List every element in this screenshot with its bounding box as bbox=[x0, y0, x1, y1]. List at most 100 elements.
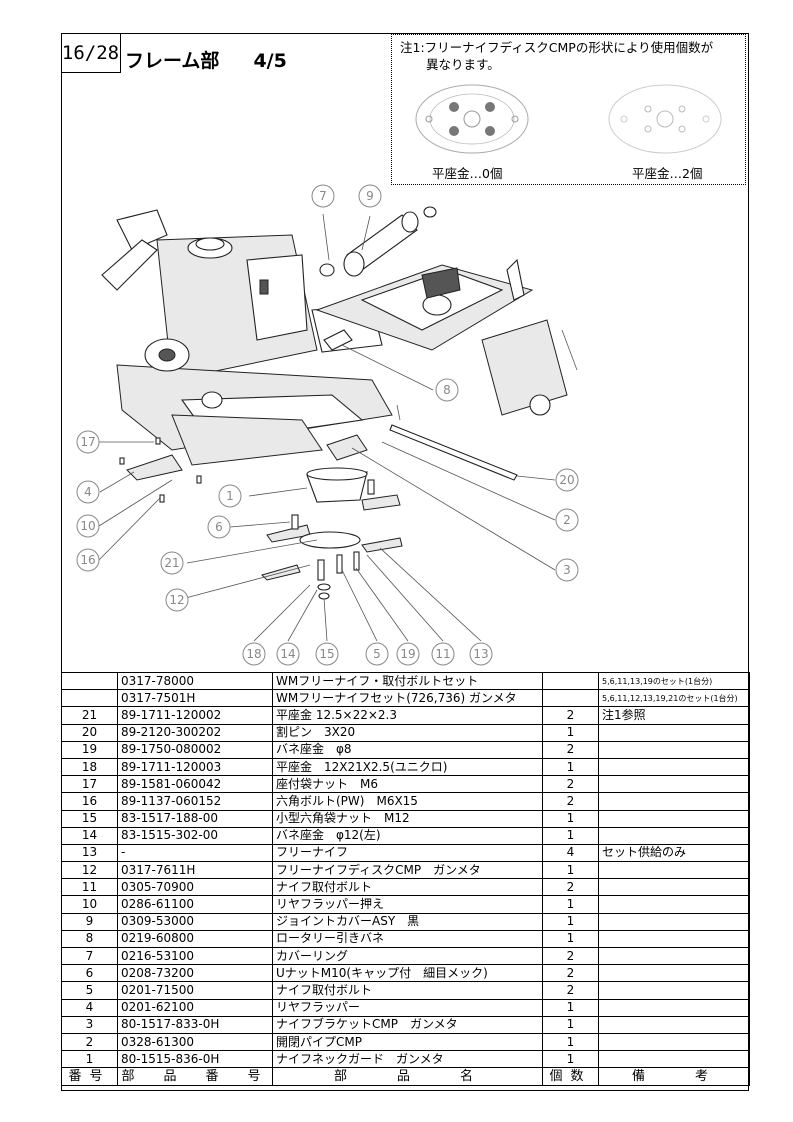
quantity: 1 bbox=[542, 861, 599, 880]
quantity: 1 bbox=[542, 809, 599, 828]
callout-label: 12 bbox=[169, 593, 184, 607]
part-number: 0216-53100 bbox=[117, 946, 273, 966]
remarks bbox=[598, 723, 750, 742]
part-name: 六角ボルト(PW) M6X15 bbox=[272, 792, 543, 811]
callout-4: 4 bbox=[76, 480, 100, 504]
part-number: 0219-60800 bbox=[117, 929, 273, 949]
quantity: 1 bbox=[542, 1032, 599, 1052]
callout-circle bbox=[165, 588, 189, 612]
callout-circle bbox=[76, 548, 100, 572]
item-number: 1 bbox=[61, 1050, 118, 1069]
knife-illustrations bbox=[261, 494, 403, 581]
item-number: 8 bbox=[61, 929, 118, 949]
item-number: 21 bbox=[61, 706, 118, 725]
remarks: 5,6,11,13,19のセット(1台分) bbox=[598, 671, 750, 691]
item-number: 7 bbox=[61, 946, 118, 966]
item-number bbox=[61, 671, 118, 691]
frame-right-illustration bbox=[315, 258, 578, 416]
part-number: 0317-7501H bbox=[117, 689, 273, 708]
callout-circle bbox=[160, 551, 184, 575]
part-name: ジョイントカバーASY 黒 bbox=[272, 912, 543, 931]
remarks bbox=[598, 946, 750, 966]
disc-illustration-right bbox=[608, 84, 722, 154]
callout-circle bbox=[365, 642, 389, 666]
note-caption-left: 平座金…0個 bbox=[432, 166, 503, 181]
quantity: 1 bbox=[542, 929, 599, 949]
callout-circle bbox=[218, 484, 242, 508]
callout-21: 21 bbox=[160, 551, 184, 575]
callout-label: 4 bbox=[84, 485, 92, 499]
callout-circle bbox=[315, 642, 339, 666]
callout-label: 7 bbox=[319, 189, 327, 203]
header-part-name: 部 品 名 bbox=[272, 1067, 543, 1087]
part-number: 83-1517-188-00 bbox=[117, 809, 273, 828]
callout-label: 2 bbox=[563, 513, 571, 527]
mower-engine-illustration bbox=[101, 209, 393, 466]
remarks bbox=[598, 1015, 750, 1034]
item-number: 5 bbox=[61, 981, 118, 1000]
part-number: 0317-7611H bbox=[117, 861, 273, 880]
quantity: 1 bbox=[542, 998, 599, 1017]
remarks bbox=[598, 912, 750, 931]
quantity: 2 bbox=[542, 706, 599, 725]
quantity bbox=[542, 671, 599, 691]
part-number: 0286-61100 bbox=[117, 895, 273, 914]
item-number: 18 bbox=[61, 757, 118, 777]
item-number: 4 bbox=[61, 998, 118, 1017]
quantity: 2 bbox=[542, 981, 599, 1000]
page-frame bbox=[61, 33, 749, 1091]
item-number: 16 bbox=[61, 792, 118, 811]
callout-19: 19 bbox=[396, 642, 420, 666]
callout-label: 21 bbox=[164, 556, 179, 570]
callout-label: 19 bbox=[400, 647, 415, 661]
item-number: 10 bbox=[61, 895, 118, 914]
callout-circle bbox=[276, 642, 300, 666]
remarks bbox=[598, 809, 750, 828]
quantity: 2 bbox=[542, 775, 599, 794]
remarks: 5,6,11,12,13,19,21のセット(1台分) bbox=[598, 689, 750, 708]
callout-label: 10 bbox=[80, 519, 95, 533]
remarks bbox=[598, 878, 750, 897]
quantity: 1 bbox=[542, 1015, 599, 1034]
callout-circle bbox=[435, 378, 459, 402]
callout-circle bbox=[555, 468, 579, 492]
header-quantity: 個数 bbox=[542, 1067, 599, 1087]
quantity: 2 bbox=[542, 792, 599, 811]
quantity: 1 bbox=[542, 826, 599, 845]
part-name: WMフリーナイフ・取付ボルトセット bbox=[272, 671, 543, 691]
remarks bbox=[598, 826, 750, 845]
quantity bbox=[542, 689, 599, 708]
remarks bbox=[598, 1050, 750, 1069]
part-name: カバーリング bbox=[272, 946, 543, 966]
callout-label: 1 bbox=[226, 489, 234, 503]
item-number bbox=[61, 689, 118, 708]
item-number: 11 bbox=[61, 878, 118, 897]
callout-13: 13 bbox=[469, 642, 493, 666]
leader-lines bbox=[98, 213, 556, 642]
callout-label: 13 bbox=[473, 647, 488, 661]
note-text: 注1:フリーナイフディスクCMPの形状により使用個数が 異なります。 bbox=[400, 39, 713, 73]
part-number: 89-1750-080002 bbox=[117, 740, 273, 759]
callout-circle bbox=[76, 514, 100, 538]
item-number: 6 bbox=[61, 964, 118, 983]
note-box: 注1:フリーナイフディスクCMPの形状により使用個数が 異なります。 平座金…0… bbox=[391, 34, 746, 185]
callout-circle bbox=[396, 642, 420, 666]
bracket-illustration bbox=[326, 434, 368, 461]
callout-8: 8 bbox=[435, 378, 459, 402]
item-number: 12 bbox=[61, 861, 118, 880]
remarks: セット供給のみ bbox=[598, 843, 750, 863]
callout-16: 16 bbox=[76, 548, 100, 572]
item-number: 20 bbox=[61, 723, 118, 742]
flapper-illustration bbox=[126, 454, 183, 481]
